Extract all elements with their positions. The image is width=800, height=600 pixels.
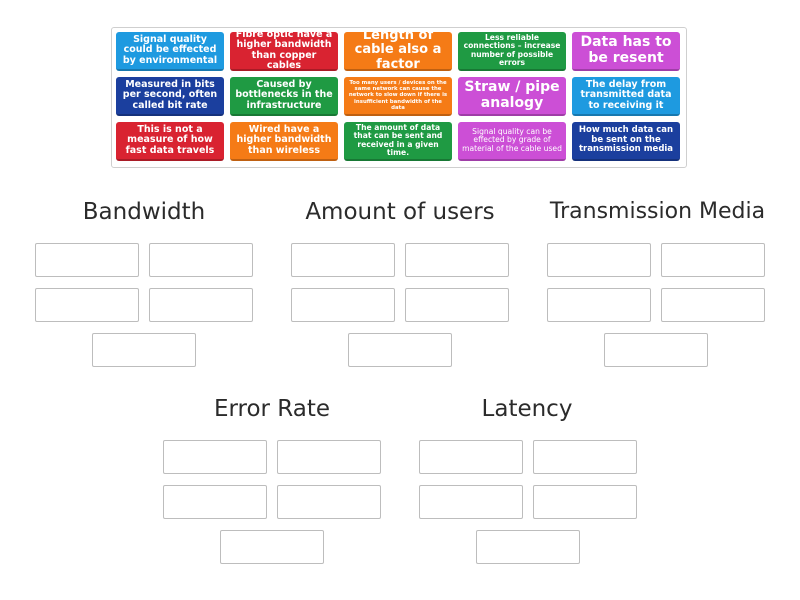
category-title-amount-of-users: Amount of users: [305, 199, 495, 225]
tile-caused-by-bottlenecks[interactable]: Caused by bottlenecks in the infrastruct…: [230, 77, 338, 116]
latency-drop-slot[interactable]: [419, 485, 523, 519]
transmission-media-drop-slot[interactable]: [547, 288, 651, 322]
tile-wired-higher-bandwidth[interactable]: Wired have a higher bandwidth than wirel…: [230, 122, 338, 161]
tile-too-many-users[interactable]: Too many users / devices on the same net…: [344, 77, 452, 116]
tile-fibre-optic-bandwidth[interactable]: Fibre optic have a higher bandwidth than…: [230, 29, 338, 71]
amount-of-users-drop-slot[interactable]: [291, 288, 395, 322]
error-rate-drop-slot[interactable]: [220, 530, 324, 564]
transmission-media-drop-slot[interactable]: [661, 243, 765, 277]
tile-signal-grade-material[interactable]: Signal quality can be effected by grade …: [458, 122, 566, 161]
tile-amount-of-data[interactable]: The amount of data that can be sent and …: [344, 122, 452, 161]
category-title-bandwidth: Bandwidth: [82, 199, 206, 225]
tile-data-resent[interactable]: Data has to be resent: [572, 32, 680, 71]
error-rate-drop-slot[interactable]: [163, 485, 267, 519]
latency-drop-slot[interactable]: [419, 440, 523, 474]
latency-drop-slot[interactable]: [476, 530, 580, 564]
tile-measured-in-bits[interactable]: Measured in bits per second, often calle…: [116, 77, 224, 116]
tile-how-much-data[interactable]: How much data can be sent on the transmi…: [572, 122, 680, 161]
category-title-latency: Latency: [481, 396, 573, 422]
transmission-media-drop-slot[interactable]: [604, 333, 708, 367]
amount-of-users-drop-slot[interactable]: [291, 243, 395, 277]
category-title-transmission-media: Transmission Media: [549, 199, 766, 224]
amount-of-users-drop-slot[interactable]: [348, 333, 452, 367]
amount-of-users-drop-slot[interactable]: [405, 288, 509, 322]
bandwidth-drop-slot[interactable]: [149, 288, 253, 322]
bandwidth-drop-slot[interactable]: [92, 333, 196, 367]
bandwidth-drop-slot[interactable]: [149, 243, 253, 277]
tile-less-reliable-connections[interactable]: Less reliable connections – increase num…: [458, 32, 566, 71]
tile-straw-pipe-analogy[interactable]: Straw / pipe analogy: [458, 77, 566, 116]
transmission-media-drop-slot[interactable]: [661, 288, 765, 322]
bandwidth-drop-slot[interactable]: [35, 243, 139, 277]
amount-of-users-drop-slot[interactable]: [405, 243, 509, 277]
tile-bank: Signal quality could be effected by envi…: [111, 27, 687, 168]
tile-not-measure-text: This is not a measure of how fast data t…: [125, 123, 215, 156]
tile-signal-environmental[interactable]: Signal quality could be effected by envi…: [116, 32, 224, 71]
latency-drop-slot[interactable]: [533, 440, 637, 474]
error-rate-drop-slot[interactable]: [163, 440, 267, 474]
tile-delay-transmitted[interactable]: The delay from transmitted data to recei…: [572, 77, 680, 116]
transmission-media-drop-slot[interactable]: [547, 243, 651, 277]
error-rate-drop-slot[interactable]: [277, 440, 381, 474]
latency-drop-slot[interactable]: [533, 485, 637, 519]
tile-length-of-cable[interactable]: Length of cable also a factor: [344, 28, 452, 71]
category-title-error-rate: Error Rate: [213, 396, 331, 422]
error-rate-drop-slot[interactable]: [277, 485, 381, 519]
tile-not-measure-of-speed[interactable]: This is not a measure of how fast data t…: [116, 122, 224, 161]
bandwidth-drop-slot[interactable]: [35, 288, 139, 322]
